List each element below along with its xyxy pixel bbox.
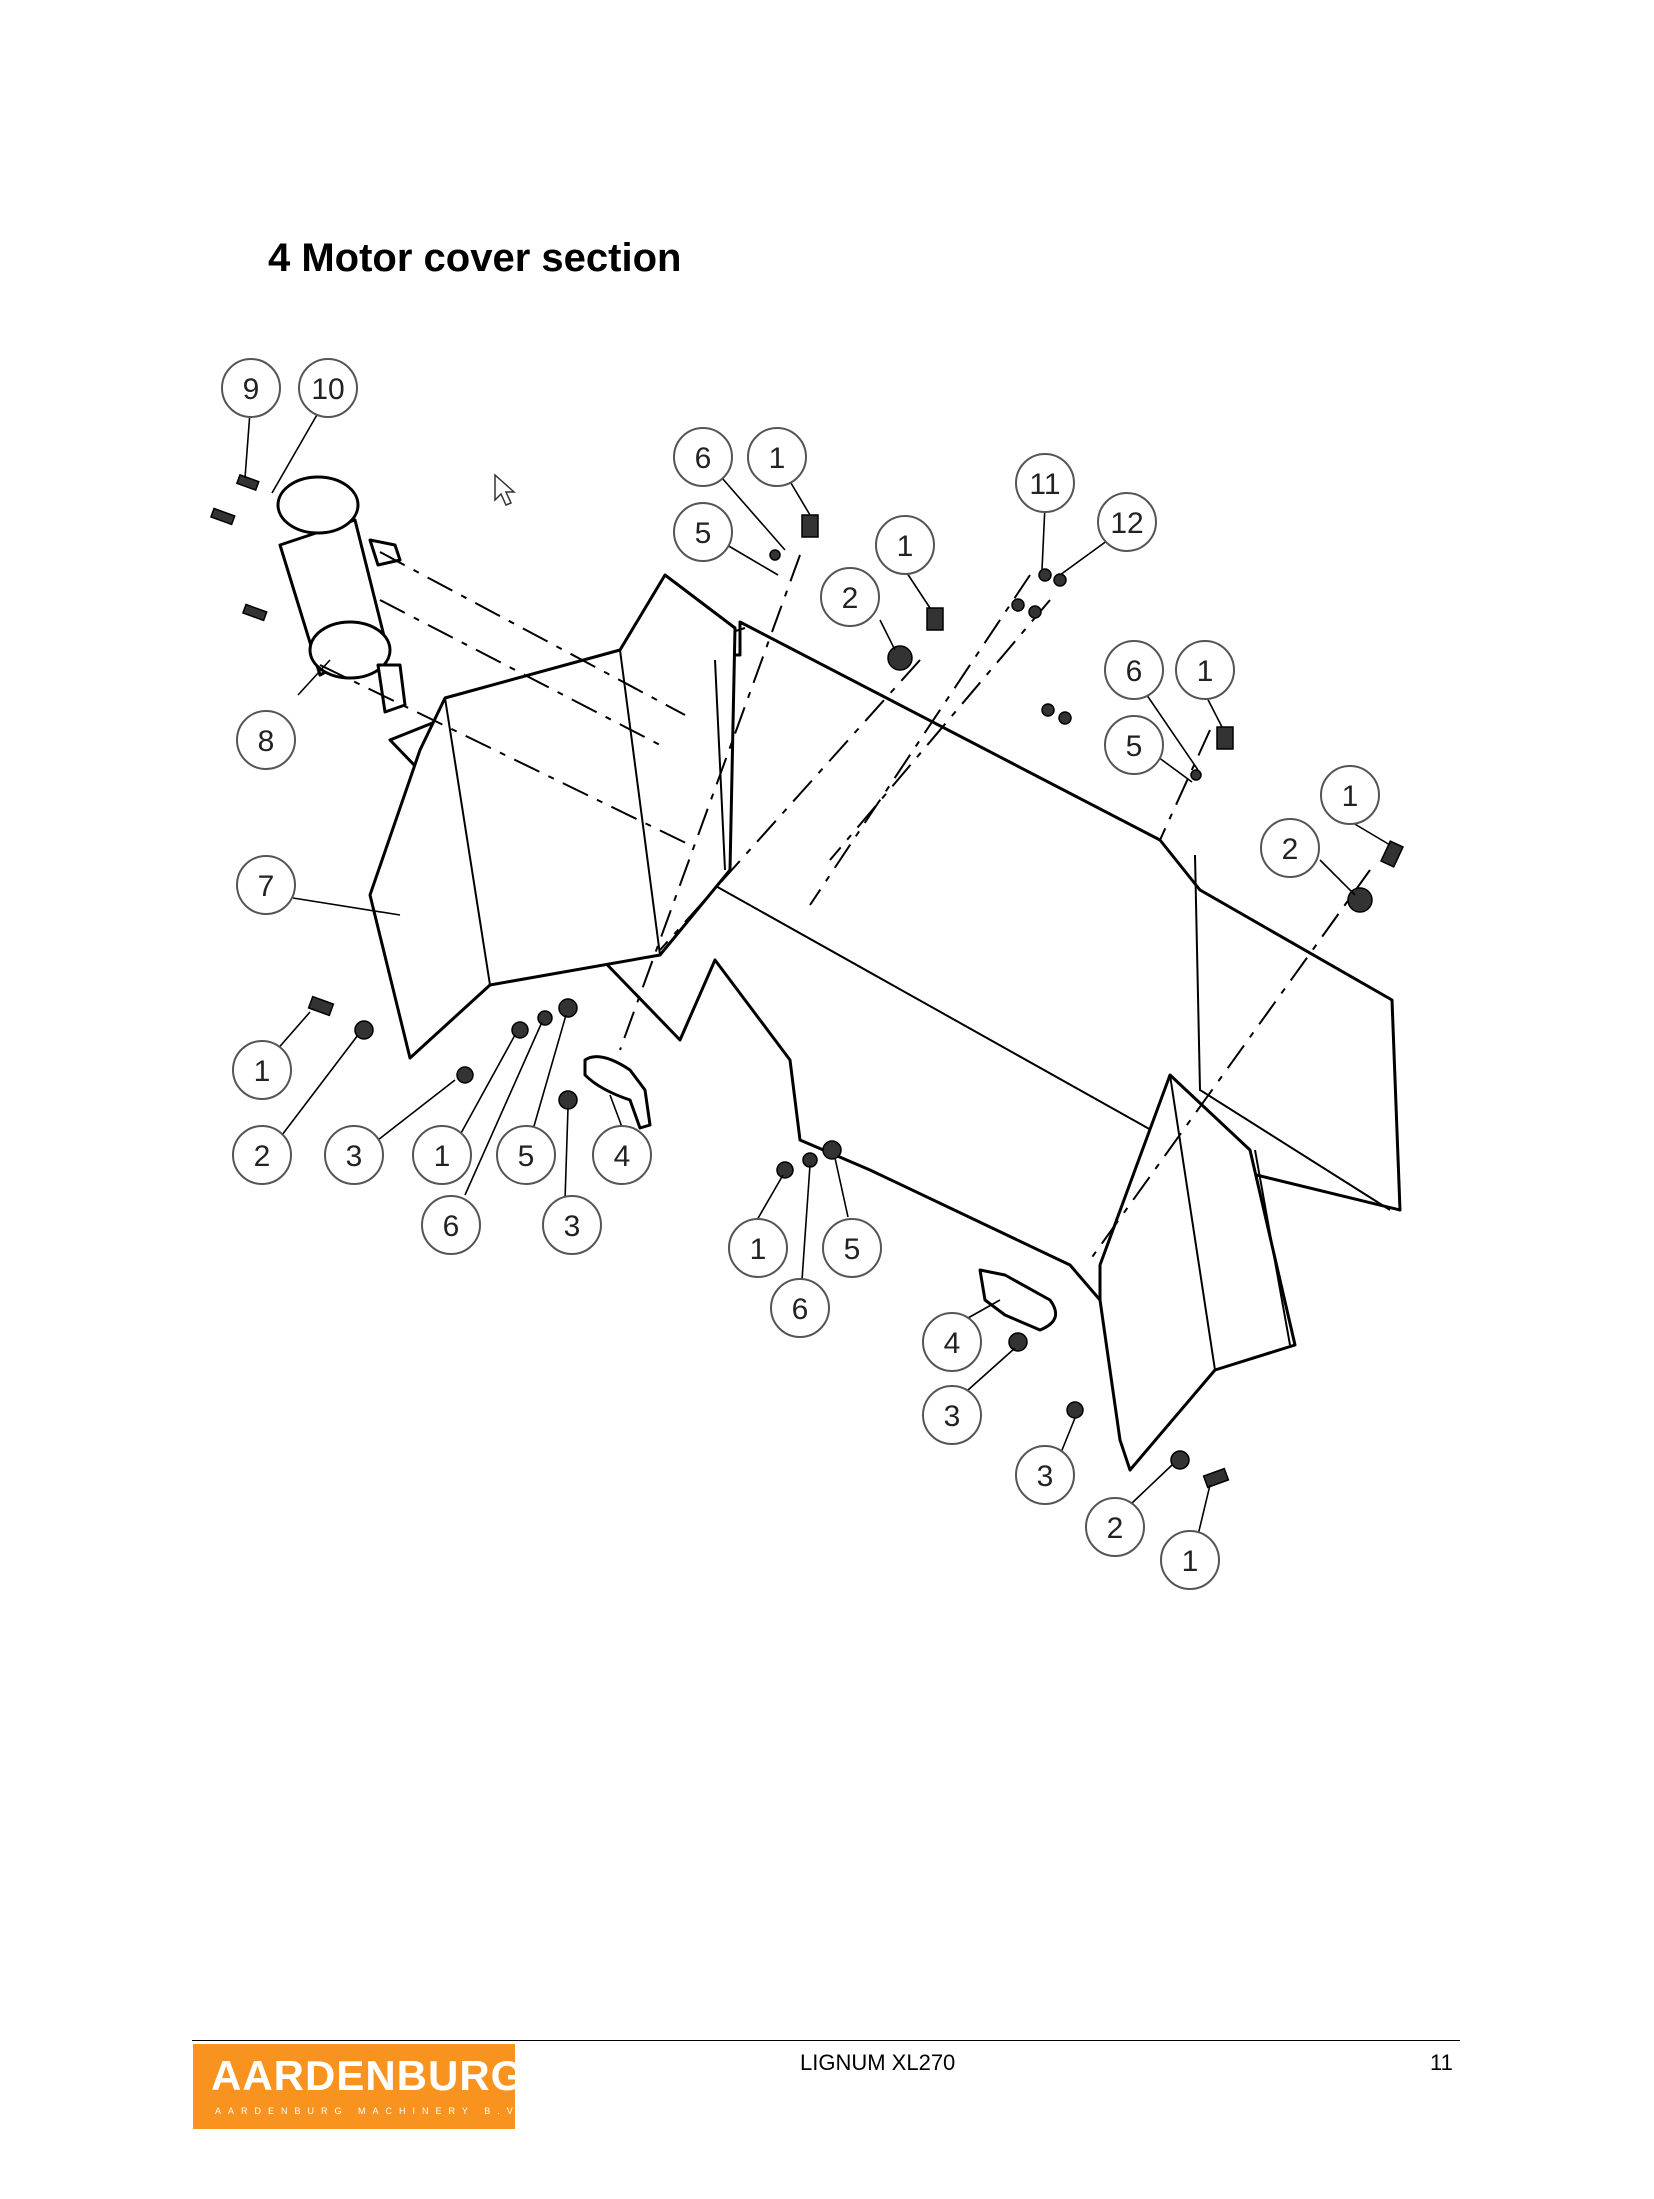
svg-text:3: 3 [944, 1400, 961, 1433]
svg-text:2: 2 [254, 1140, 271, 1173]
svg-text:8: 8 [258, 725, 275, 758]
callout-1: 1 [728, 1218, 788, 1278]
callout-4: 4 [922, 1312, 982, 1372]
svg-text:5: 5 [695, 517, 712, 550]
callout-3: 3 [922, 1385, 982, 1445]
assembly-centerlines [319, 551, 1371, 1261]
svg-text:1: 1 [434, 1140, 451, 1173]
mouse-pointer-icon [494, 473, 516, 506]
svg-text:2: 2 [842, 582, 859, 615]
section-title: 4 Motor cover section [268, 236, 682, 280]
svg-text:1: 1 [769, 442, 786, 475]
svg-text:3: 3 [564, 1210, 581, 1243]
footer-document-title: LIGNUM XL270 [800, 2050, 956, 2075]
callout-1: 1 [232, 1040, 292, 1100]
right-side-panel [1098, 1073, 1297, 1472]
left-side-panel [368, 573, 737, 1060]
svg-text:5: 5 [518, 1140, 535, 1173]
svg-text:1: 1 [750, 1233, 767, 1266]
svg-text:3: 3 [346, 1140, 363, 1173]
svg-text:4: 4 [614, 1140, 631, 1173]
callout-1: 1 [747, 427, 807, 487]
svg-text:4: 4 [944, 1327, 961, 1360]
callout-1: 1 [412, 1125, 472, 1185]
callout-bubbles: 9 10 6 1 5 11 12 1 2 6 1 8 5 1 7 2 1 2 3… [221, 358, 1380, 1590]
callout-2: 2 [820, 567, 880, 627]
logo-wordmark: AARDENBURG [211, 2052, 525, 2099]
fastener-hardware [209, 473, 1404, 1489]
footer-rule [192, 2040, 1460, 2041]
svg-text:6: 6 [695, 442, 712, 475]
svg-text:1: 1 [897, 530, 914, 563]
aardenburg-logo: AARDENBURG AARDENBURG MACHINERY B.V. 187… [193, 2044, 579, 2129]
motor-drum [276, 475, 407, 714]
callout-1: 1 [1320, 765, 1380, 825]
callout-5: 5 [1104, 715, 1164, 775]
callout-9: 9 [221, 358, 281, 418]
callout-8: 8 [236, 710, 296, 770]
callout-2: 2 [232, 1125, 292, 1185]
svg-text:3: 3 [1037, 1460, 1054, 1493]
callout-5: 5 [673, 502, 733, 562]
svg-text:5: 5 [844, 1233, 861, 1266]
svg-text:7: 7 [258, 870, 275, 903]
callout-1: 1 [1175, 640, 1235, 700]
callout-3: 3 [542, 1195, 602, 1255]
callout-2: 2 [1085, 1497, 1145, 1557]
svg-text:6: 6 [443, 1210, 460, 1243]
svg-text:6: 6 [792, 1293, 809, 1326]
callout-6: 6 [673, 427, 733, 487]
svg-text:11: 11 [1029, 468, 1060, 501]
mounting-bracket-left [583, 1055, 652, 1130]
callout-6: 6 [770, 1278, 830, 1338]
svg-text:1: 1 [1182, 1545, 1199, 1578]
callout-leaders [244, 411, 1391, 1536]
svg-text:2: 2 [1282, 833, 1299, 866]
svg-text:1: 1 [1197, 655, 1214, 688]
callout-12: 12 [1097, 492, 1157, 552]
callout-5: 5 [822, 1218, 882, 1278]
svg-text:12: 12 [1110, 507, 1143, 540]
callout-4: 4 [592, 1125, 652, 1185]
callout-11: 11 [1015, 453, 1075, 513]
callout-6: 6 [1104, 640, 1164, 700]
footer-page-number: 11 [1430, 2050, 1453, 2075]
callout-5: 5 [496, 1125, 556, 1185]
callout-3: 3 [324, 1125, 384, 1185]
svg-text:9: 9 [243, 373, 260, 406]
callout-3: 3 [1015, 1445, 1075, 1505]
callout-1: 1 [875, 515, 935, 575]
svg-text:6: 6 [1126, 655, 1143, 688]
mounting-bracket-right [978, 1268, 1058, 1332]
svg-text:5: 5 [1126, 730, 1143, 763]
svg-text:1: 1 [1342, 780, 1359, 813]
callout-7: 7 [236, 855, 296, 915]
svg-text:10: 10 [311, 373, 344, 406]
callout-2: 2 [1260, 818, 1320, 878]
logo-tagline: AARDENBURG MACHINERY B.V. 1874 [215, 2106, 586, 2116]
callout-10: 10 [298, 358, 358, 418]
callout-6: 6 [421, 1195, 481, 1255]
svg-text:1: 1 [254, 1055, 271, 1088]
callout-1: 1 [1160, 1530, 1220, 1590]
svg-text:2: 2 [1107, 1512, 1124, 1545]
